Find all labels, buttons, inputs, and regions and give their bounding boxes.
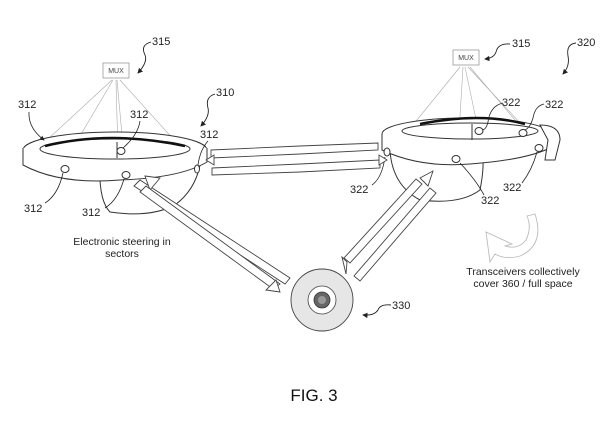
left-headset-310: [22, 131, 208, 215]
link-arrow-between-devices: [205, 142, 388, 176]
right-device-ref-arrow: [562, 42, 577, 75]
left-element-label: 312: [130, 109, 148, 121]
left-mux-ref-label: 315: [152, 36, 170, 48]
right-element-label: 322: [545, 99, 563, 111]
left-element-labels: 312 312 312 312 312: [18, 99, 218, 219]
leader-line: [481, 102, 504, 131]
target-ref-arrow: [362, 304, 392, 319]
left-element-label: 312: [18, 99, 36, 111]
right-mux-ref-label: 315: [512, 38, 530, 50]
left-caption-line1: Electronic steering in: [73, 236, 171, 248]
right-element-labels: 322 322 322 322 322 322: [350, 97, 563, 207]
leader-line: [104, 178, 125, 209]
target-ref-label: 330: [392, 300, 410, 312]
left-element-label: 312: [82, 207, 100, 219]
right-element-label: 322: [350, 184, 368, 196]
leader-line: [459, 162, 485, 196]
link-arrow-left-to-target: [133, 175, 291, 293]
right-element-label: 322: [503, 182, 521, 194]
leader-line: [197, 140, 209, 166]
right-mux-box: MUX: [452, 49, 480, 66]
right-mux-label: MUX: [458, 55, 474, 62]
leader-line: [524, 103, 545, 131]
left-caption-line2: sectors: [105, 248, 139, 260]
left-element-label: 312: [200, 129, 218, 141]
left-mux-label: MUX: [108, 68, 124, 75]
target-device-330: [290, 268, 354, 332]
leader-line: [28, 111, 45, 141]
link-arrow-right-to-target: [341, 170, 437, 282]
leader-line: [521, 151, 538, 184]
left-device-ref-label: 310: [216, 87, 234, 99]
left-element-label: 312: [24, 203, 42, 215]
right-element-label: 322: [481, 195, 499, 207]
left-mux-box: MUX: [102, 62, 130, 79]
right-element-label: 322: [502, 97, 520, 109]
left-device-ref-arrow: [200, 93, 216, 127]
right-mux-ref-arrow: [484, 43, 511, 62]
right-caption-line1: Transceivers collectively: [466, 266, 580, 278]
right-caption-line2: cover 360 / full space: [473, 278, 572, 290]
leader-line: [44, 172, 64, 204]
leader-line: [122, 120, 141, 149]
right-device-ref-label: 320: [577, 37, 595, 49]
right-headset-320: [381, 116, 561, 202]
rotation-arrow-icon: [485, 213, 539, 264]
left-mux-ref-arrow: [137, 41, 152, 74]
figure-caption: FIG. 3: [290, 386, 337, 405]
